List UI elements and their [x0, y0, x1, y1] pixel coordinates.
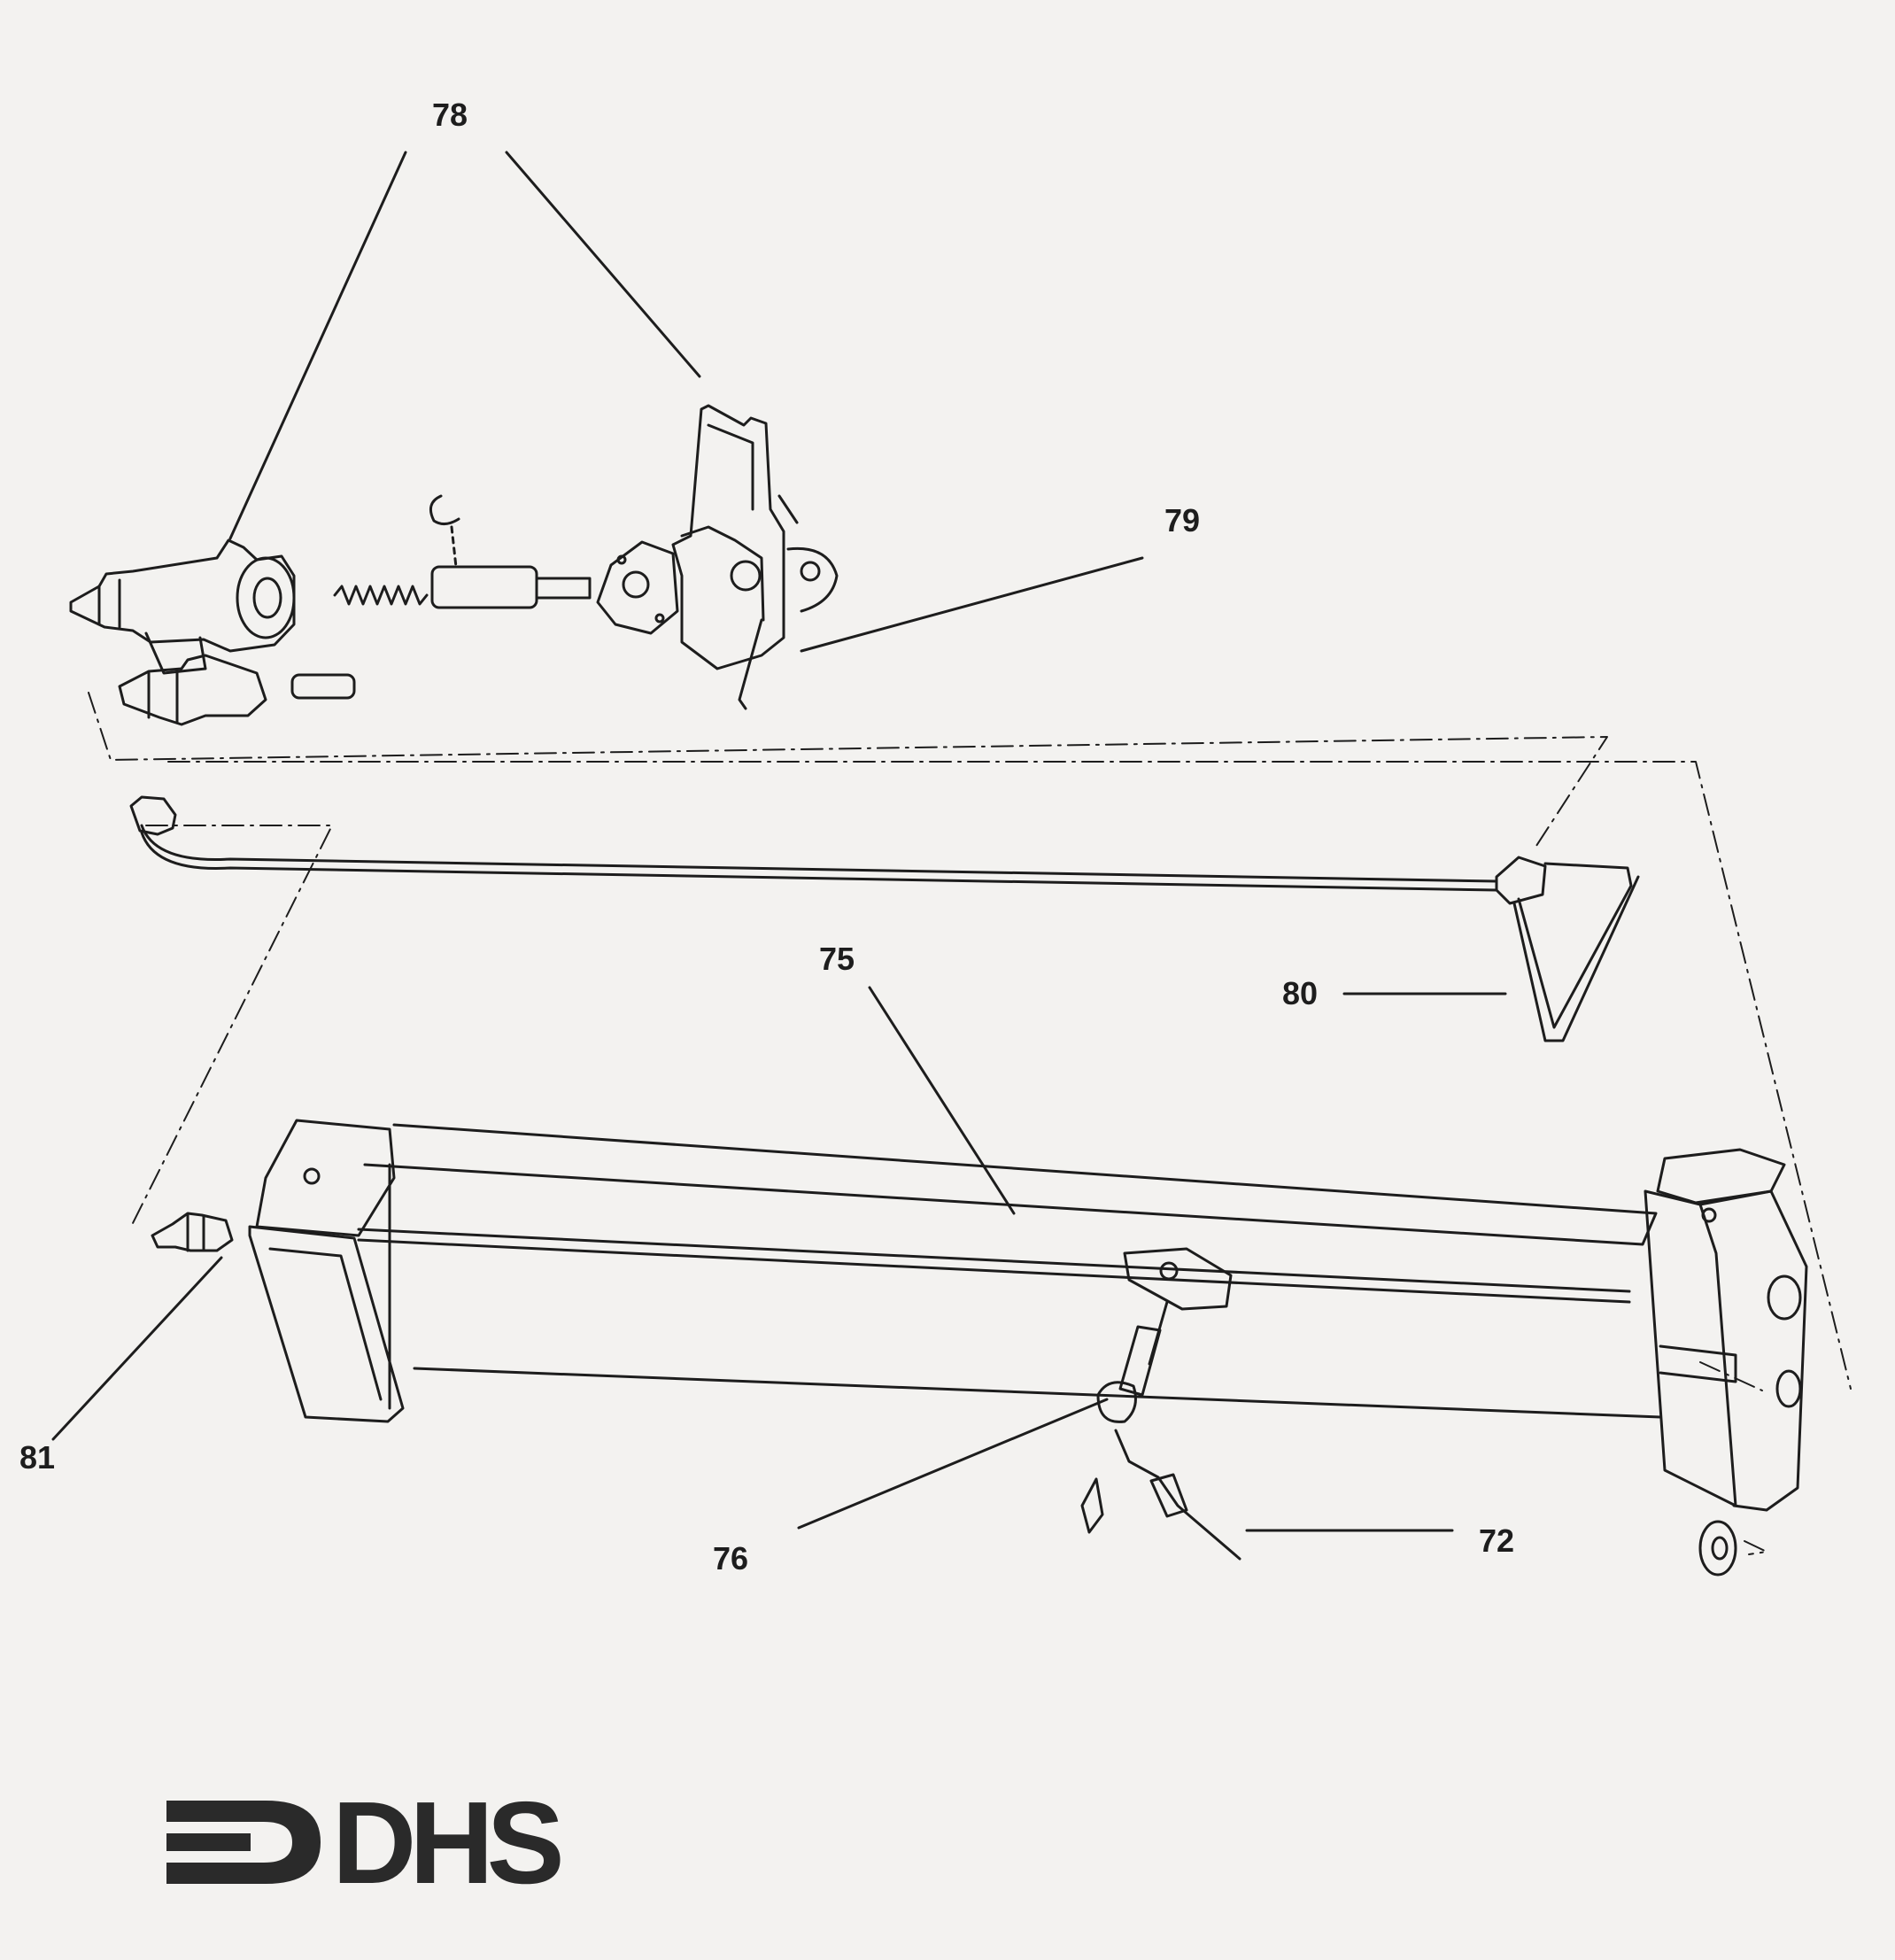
- assembly-guide-lines: [88, 692, 1852, 1555]
- mounting-flange: [596, 540, 679, 635]
- leader-78-right: [505, 151, 701, 378]
- drawbar-frame: [248, 1119, 1808, 1512]
- washer: [1698, 1520, 1737, 1577]
- leader-81: [51, 1256, 223, 1441]
- brake-pipe: [129, 795, 1640, 1042]
- bleed-screw-upper: [118, 654, 356, 726]
- leader-75: [868, 986, 1016, 1215]
- callout-72: 72: [1479, 1522, 1515, 1559]
- leader-lines: [51, 151, 1507, 1532]
- leader-78-left: [228, 151, 407, 540]
- damper-strut: [1080, 1247, 1241, 1561]
- bleed-nipple: [151, 1212, 234, 1252]
- master-cylinder: [69, 538, 296, 675]
- callout-76: 76: [713, 1540, 749, 1577]
- dhs-logo: DHS: [159, 1778, 576, 1908]
- leader-79: [800, 556, 1144, 653]
- callout-78: 78: [432, 97, 468, 133]
- pedal-bracket: [671, 404, 839, 710]
- dhs-logo-mark: [166, 1801, 321, 1884]
- leader-76: [797, 1398, 1109, 1530]
- dhs-logo-text: DHS: [332, 1778, 565, 1908]
- callout-79: 79: [1164, 502, 1201, 538]
- callout-80: 80: [1282, 975, 1319, 1011]
- spring-and-piston: [333, 494, 592, 609]
- callout-81: 81: [19, 1439, 56, 1476]
- callout-75: 75: [819, 941, 855, 977]
